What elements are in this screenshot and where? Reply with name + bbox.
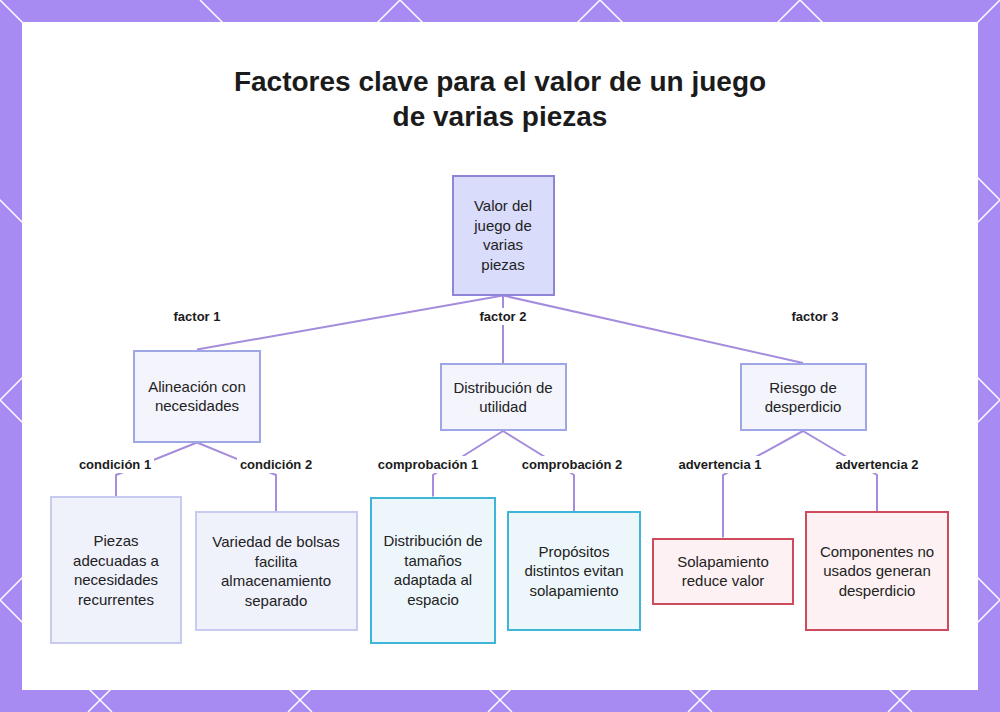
warning-box: Componentes no usados generan desperdici… (805, 511, 949, 631)
node-text: Valor del juego de varias piezas (462, 196, 545, 274)
inner-panel (22, 22, 978, 690)
check-box: Distribución de tamaños adaptada al espa… (370, 497, 496, 644)
node-text: Variedad de bolsas facilita almacenamien… (205, 532, 348, 610)
node-text: Distribución de utilidad (450, 378, 557, 417)
condition-box: Piezas adecuadas a necesidades recurrent… (50, 496, 182, 644)
node-text: Propósitos distintos evitan solapamiento (517, 542, 631, 601)
edge-label: factor 3 (789, 308, 842, 325)
root-box: Valor del juego de varias piezas (452, 175, 555, 296)
edge-label: comprobación 1 (375, 456, 481, 473)
edge-label: factor 2 (477, 308, 530, 325)
node-text: Alineación con necesidades (143, 377, 251, 416)
connector-line (503, 296, 803, 364)
node-text: Distribución de tamaños adaptada al espa… (380, 531, 486, 609)
node-text: Piezas adecuadas a necesidades recurrent… (60, 531, 172, 609)
factor-box: Distribución de utilidad (440, 363, 567, 431)
connector-line (197, 443, 276, 512)
edge-label: condición 2 (237, 456, 315, 473)
edge-label: factor 1 (171, 308, 224, 325)
edge-label: condición 1 (76, 456, 154, 473)
warning-box: Solapamiento reduce valor (652, 538, 794, 605)
edge-label: advertencia 1 (675, 456, 764, 473)
connector-line (723, 431, 803, 538)
connector-line (502, 296, 504, 364)
diagram-title: Factores clave para el valor de un juego… (230, 64, 770, 134)
connector-line (197, 296, 503, 350)
node-text: Componentes no usados generan desperdici… (815, 542, 939, 601)
factor-box: Alineación con necesidades (133, 350, 261, 443)
edge-label: comprobación 2 (519, 456, 625, 473)
edge-label: advertencia 2 (832, 456, 921, 473)
factor-box: Riesgo de desperdicio (740, 363, 867, 431)
node-text: Riesgo de desperdicio (750, 378, 857, 417)
condition-box: Variedad de bolsas facilita almacenamien… (195, 511, 358, 631)
node-text: Solapamiento reduce valor (662, 552, 784, 591)
check-box: Propósitos distintos evitan solapamiento (507, 511, 641, 631)
